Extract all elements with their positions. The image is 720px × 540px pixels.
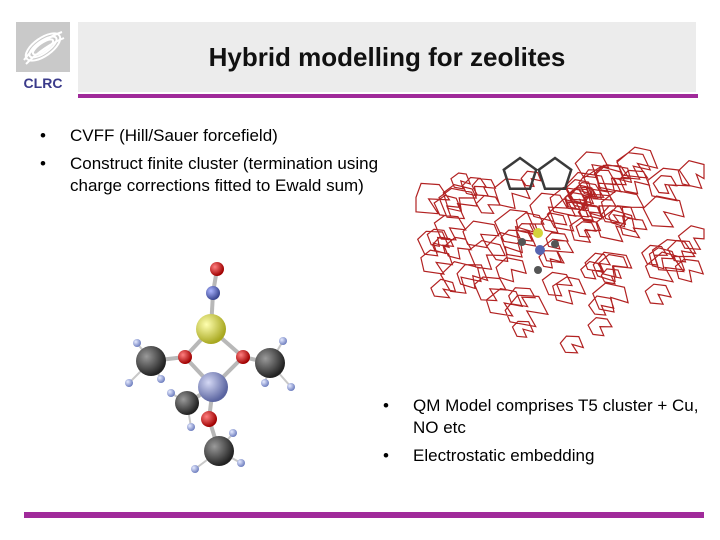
bullet-text: CVFF (Hill/Sauer forcefield) bbox=[70, 126, 278, 145]
bullet-text: Construct finite cluster (termination us… bbox=[70, 154, 379, 195]
atom bbox=[534, 266, 542, 274]
bullet-list-left: • CVFF (Hill/Sauer forcefield) • Constru… bbox=[40, 125, 390, 203]
footer-rule bbox=[24, 512, 704, 518]
list-item: • QM Model comprises T5 cluster + Cu, NO… bbox=[383, 395, 703, 439]
logo-text: CLRC bbox=[24, 75, 63, 91]
bullet-list-right: • QM Model comprises T5 cluster + Cu, NO… bbox=[383, 395, 703, 473]
slide-title: Hybrid modelling for zeolites bbox=[208, 41, 566, 72]
bullet-dot: • bbox=[40, 126, 46, 145]
bullet-dot: • bbox=[40, 154, 46, 173]
clrc-swirl-logo-icon: CLRC bbox=[16, 22, 70, 91]
framework-wireframe bbox=[415, 146, 705, 354]
atom bbox=[533, 228, 543, 238]
bullet-dot: • bbox=[383, 446, 389, 465]
atom bbox=[518, 238, 526, 246]
slide-title-bar: Hybrid modelling for zeolites bbox=[78, 22, 696, 92]
ball-and-stick-cluster bbox=[125, 262, 295, 473]
zeolite-framework-image bbox=[415, 120, 705, 375]
cluster-rings bbox=[502, 156, 573, 191]
list-item: • Construct finite cluster (termination … bbox=[40, 153, 390, 197]
framework-rings bbox=[415, 146, 705, 354]
bullet-text: QM Model comprises T5 cluster + Cu, NO e… bbox=[413, 396, 699, 437]
atom bbox=[551, 240, 559, 248]
bullet-dot: • bbox=[383, 396, 389, 415]
list-item: • CVFF (Hill/Sauer forcefield) bbox=[40, 125, 390, 147]
list-item: • Electrostatic embedding bbox=[383, 445, 703, 467]
title-underline-rule bbox=[78, 94, 698, 98]
qm-cluster-image bbox=[115, 255, 315, 485]
clrc-logo: CLRC bbox=[14, 20, 72, 92]
bullet-text: Electrostatic embedding bbox=[413, 446, 595, 465]
atom bbox=[535, 245, 545, 255]
